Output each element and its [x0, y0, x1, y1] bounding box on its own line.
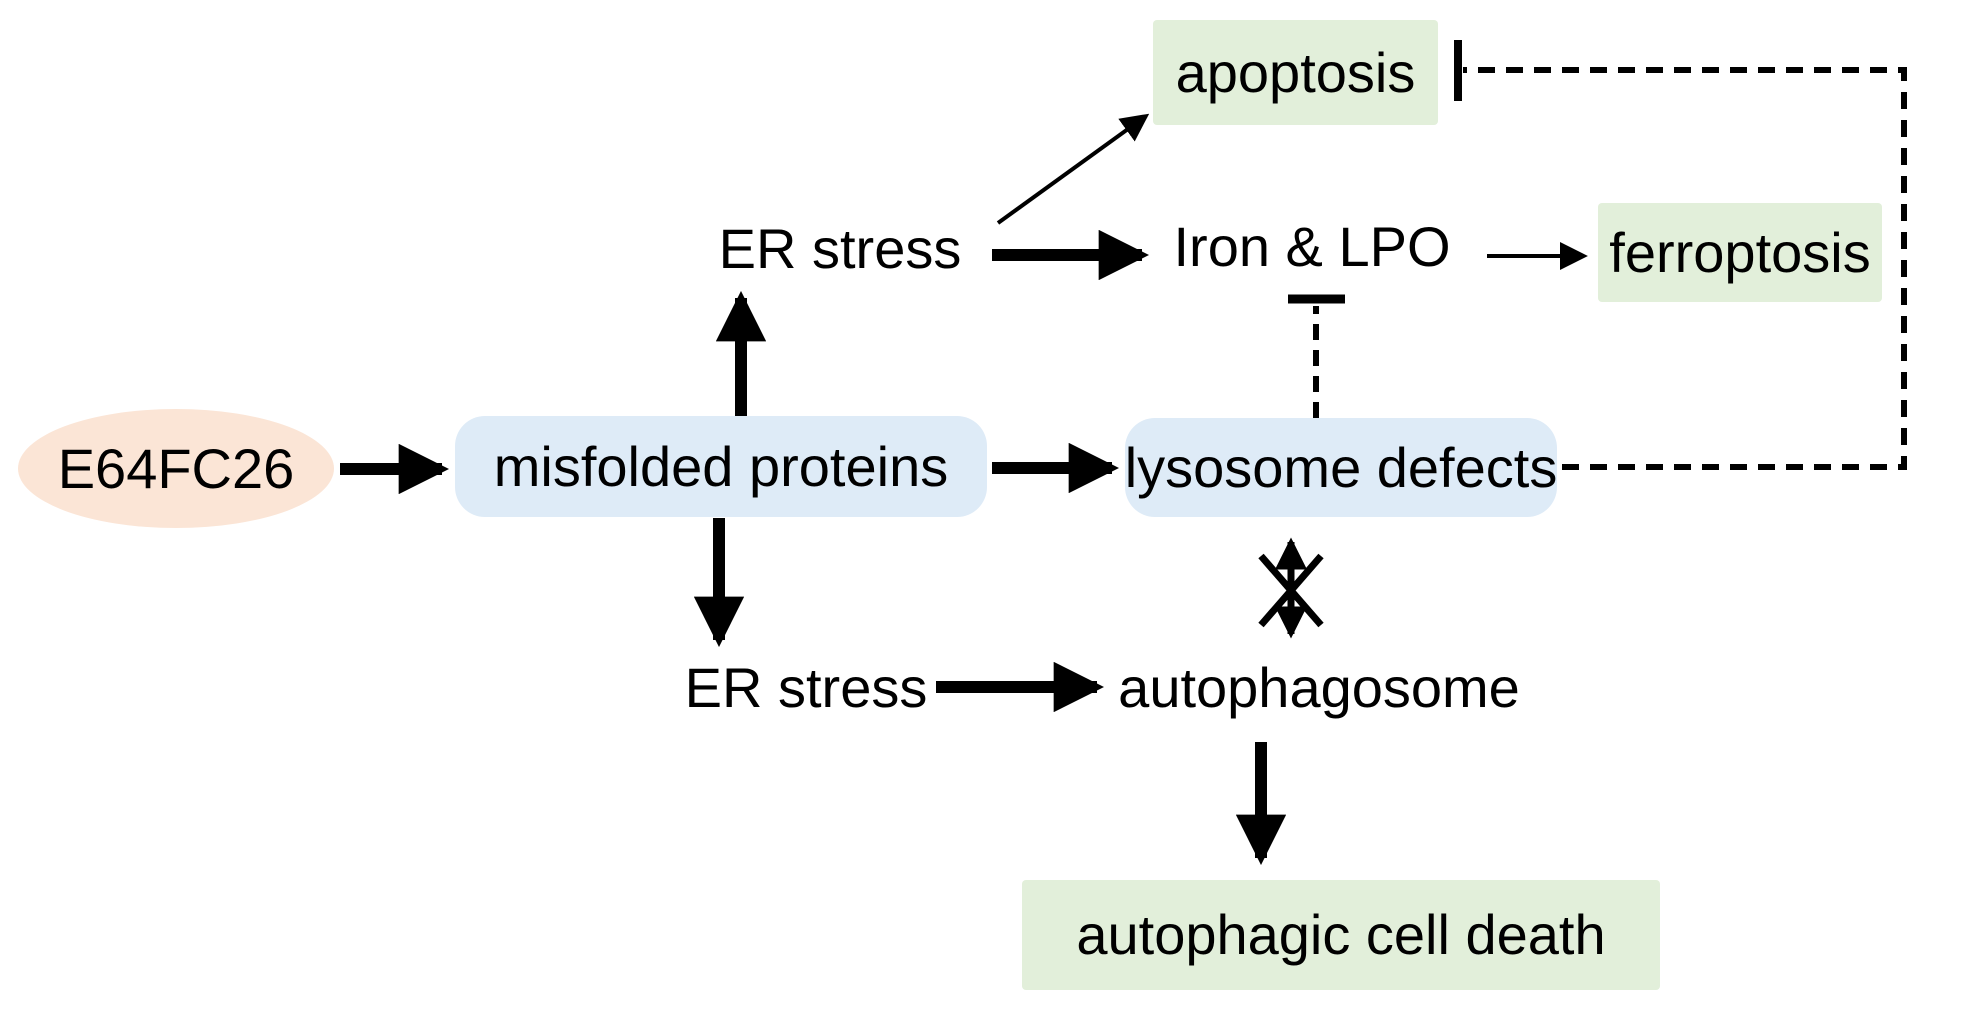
node-autophagosome: autophagosome [1118, 657, 1520, 719]
node-misfolded-proteins: misfolded proteins [455, 416, 987, 517]
node-apoptosis-label: apoptosis [1175, 40, 1416, 104]
node-autophagic-cell-death: autophagic cell death [1022, 880, 1660, 990]
node-misfolded-proteins-label: misfolded proteins [493, 434, 949, 498]
node-iron-lpo: Iron & LPO [1173, 216, 1450, 278]
node-iron-lpo-label: Iron & LPO [1173, 215, 1451, 279]
node-ferroptosis-label: ferroptosis [1609, 220, 1871, 284]
node-er-stress-bottom: ER stress [685, 657, 928, 719]
node-er-stress-bottom-label: ER stress [684, 656, 928, 720]
arrow-er-stress-top-to-apoptosis [996, 113, 1150, 225]
inhibition-lysosome-defects-to-apoptosis [1454, 40, 1907, 470]
node-lysosome-defects: lysosome defects [1125, 418, 1557, 517]
node-er-stress-top-label: ER stress [718, 217, 962, 281]
x-cross-stroke-2 [1258, 553, 1324, 628]
node-e64fc26: E64FC26 [18, 409, 334, 528]
inhibition-lysosome-defects-to-iron-lpo [1288, 294, 1345, 418]
node-apoptosis: apoptosis [1153, 20, 1438, 125]
node-autophagosome-label: autophagosome [1118, 656, 1520, 720]
node-autophagic-cell-death-label: autophagic cell death [1076, 903, 1606, 967]
node-er-stress-top: ER stress [719, 218, 962, 280]
node-ferroptosis: ferroptosis [1598, 203, 1882, 302]
blocked-double-arrow-lysosome-defects-autophagosome [1258, 537, 1324, 639]
node-lysosome-defects-label: lysosome defects [1124, 435, 1558, 499]
node-e64fc26-label: E64FC26 [57, 436, 295, 500]
